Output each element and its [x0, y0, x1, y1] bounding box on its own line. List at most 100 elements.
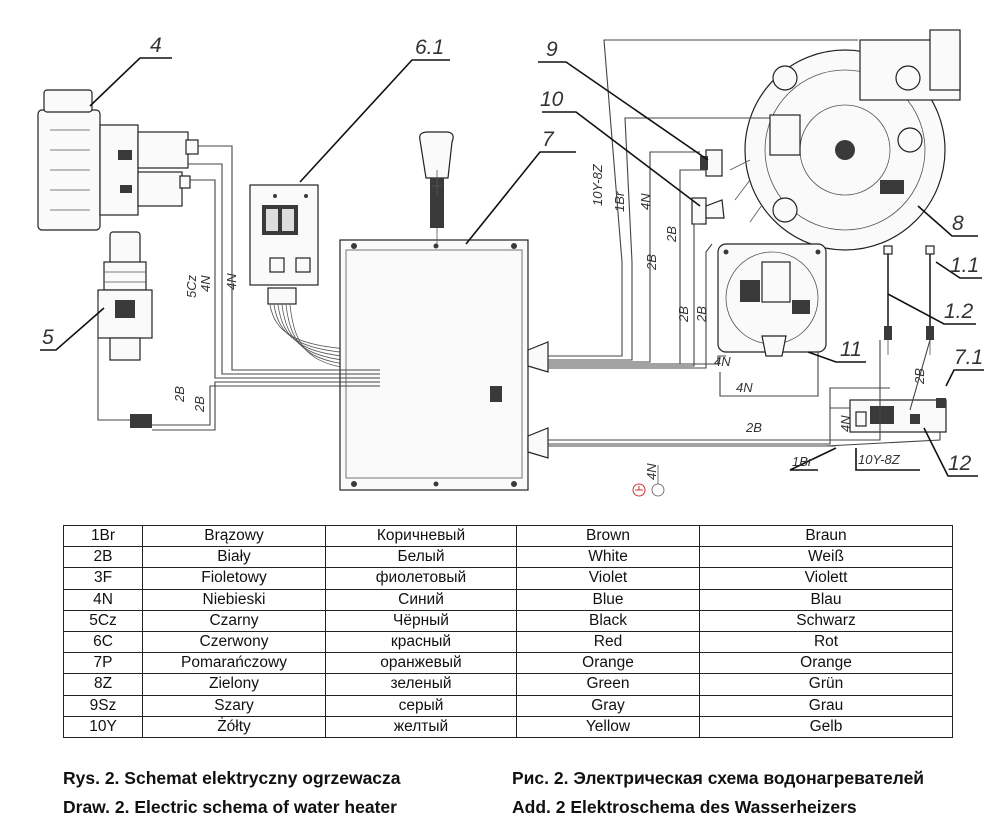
water-valve: [97, 231, 153, 361]
wire-label-1br-top: 1Br: [612, 191, 627, 212]
caption-english: Draw. 2. Electric schema of water heater: [63, 797, 397, 817]
wire-label-2b-f: 2B: [694, 306, 709, 323]
wire-label-4n-right: 4N: [838, 415, 853, 432]
cell-code: 10Y: [63, 715, 143, 738]
cell-code: 4N: [63, 588, 143, 611]
wire-label-2b-long: 2B: [745, 420, 762, 435]
callout-8: 8: [952, 212, 964, 235]
cell-russian: оранжевый: [325, 652, 517, 675]
callout-10: 10: [540, 88, 564, 111]
cell-polish: Czerwony: [142, 630, 326, 654]
callout-7-1: 7.1: [954, 346, 983, 369]
cell-polish: Szary: [142, 694, 326, 717]
cell-english: Yellow: [516, 715, 700, 738]
wire-label-1br-bottom: 1Br: [792, 454, 813, 469]
cell-polish: Czarny: [142, 609, 326, 632]
sensors: [691, 149, 725, 225]
wire-label-10y8z-bottom: 10Y-8Z: [858, 452, 901, 467]
cell-german: Violett: [699, 567, 953, 590]
callout-1-1: 1.1: [950, 254, 979, 277]
callout-6-1: 6.1: [415, 36, 444, 59]
cell-polish: Żółty: [142, 715, 326, 738]
wire-labels: 5Cz 4N 4N 2B 2B 10Y-8Z 1Br 4N 2B 2B 2B 2…: [172, 163, 927, 480]
caption-russian: Рис. 2. Электрическая схема водонагреват…: [512, 768, 925, 788]
cell-german: Weiß: [699, 546, 953, 569]
wire-label-5cz: 5Cz: [184, 274, 199, 298]
cell-code: 5Cz: [63, 609, 143, 632]
cell-polish: Brązowy: [142, 524, 326, 548]
cell-code: 7P: [63, 652, 143, 675]
cell-russian: Коричневый: [325, 524, 517, 548]
wire-label-4n-top: 4N: [638, 193, 653, 210]
callout-12: 12: [948, 452, 972, 475]
electrodes: [883, 245, 935, 355]
cell-code: 2B: [63, 546, 143, 569]
wiring-diagram: 4 6.1 9 10 7 8 5 11 1.1 1.2 7.1 12 5Cz 4…: [37, 29, 984, 497]
cell-code: 8Z: [63, 673, 143, 696]
cell-english: Blue: [516, 588, 700, 611]
pressure-switch: [717, 243, 827, 357]
wire-label-4n-box: 4N: [736, 380, 753, 395]
wire-label-2b-b: 2B: [192, 396, 207, 413]
cell-russian: Чёрный: [325, 609, 517, 632]
callout-4: 4: [150, 34, 162, 57]
cell-english: Green: [516, 673, 700, 696]
cell-english: Red: [516, 630, 700, 654]
cell-russian: Белый: [325, 546, 517, 569]
cell-english: Gray: [516, 694, 700, 717]
wire-label-2b-c: 2B: [644, 254, 659, 271]
cell-code: 9Sz: [63, 694, 143, 717]
cell-english: Violet: [516, 567, 700, 590]
cell-german: Braun: [699, 524, 953, 548]
wire-label-4n-b: 4N: [224, 273, 239, 290]
wire-label-4n-pressure: 4N: [714, 354, 731, 369]
callout-11: 11: [840, 338, 862, 361]
wire-label-4n-ground: 4N: [644, 463, 659, 480]
caption-polish: Rys. 2. Schemat elektryczny ogrzewacza: [63, 768, 401, 788]
mains-plug: [419, 131, 454, 245]
cell-russian: зеленый: [325, 673, 517, 696]
cell-polish: Zielony: [142, 673, 326, 696]
cell-english: Brown: [516, 524, 700, 548]
cell-russian: желтый: [325, 715, 517, 738]
cell-polish: Pomarańczowy: [142, 652, 326, 675]
wire-label-10y8z-top: 10Y-8Z: [590, 163, 605, 206]
cell-german: Blau: [699, 588, 953, 611]
cell-code: 1Br: [63, 524, 143, 548]
leader-lines: [40, 57, 984, 477]
wire-label-2b-a: 2B: [172, 386, 187, 403]
cell-polish: Fioletowy: [142, 567, 326, 590]
callout-7: 7: [542, 128, 555, 151]
cell-russian: красный: [325, 630, 517, 654]
callout-1-2: 1.2: [944, 300, 974, 323]
cell-german: Grau: [699, 694, 953, 717]
fan: [729, 29, 961, 251]
cell-english: Black: [516, 609, 700, 632]
cell-german: Grün: [699, 673, 953, 696]
wire-label-4n-a: 4N: [198, 275, 213, 292]
gas-valve: [37, 89, 199, 231]
cell-german: Rot: [699, 630, 953, 654]
cell-german: Orange: [699, 652, 953, 675]
cell-polish: Niebieski: [142, 588, 326, 611]
callout-5: 5: [42, 326, 54, 349]
cell-polish: Biały: [142, 546, 326, 569]
cell-code: 3F: [63, 567, 143, 590]
ground-terminal: [632, 465, 665, 497]
cell-russian: фиолетовый: [325, 567, 517, 590]
cell-code: 6C: [63, 630, 143, 654]
wire-label-2b-e: 2B: [676, 306, 691, 323]
cell-russian: Синий: [325, 588, 517, 611]
callout-labels: 4 6.1 9 10 7 8 5 11 1.1 1.2 7.1 12: [42, 34, 983, 475]
